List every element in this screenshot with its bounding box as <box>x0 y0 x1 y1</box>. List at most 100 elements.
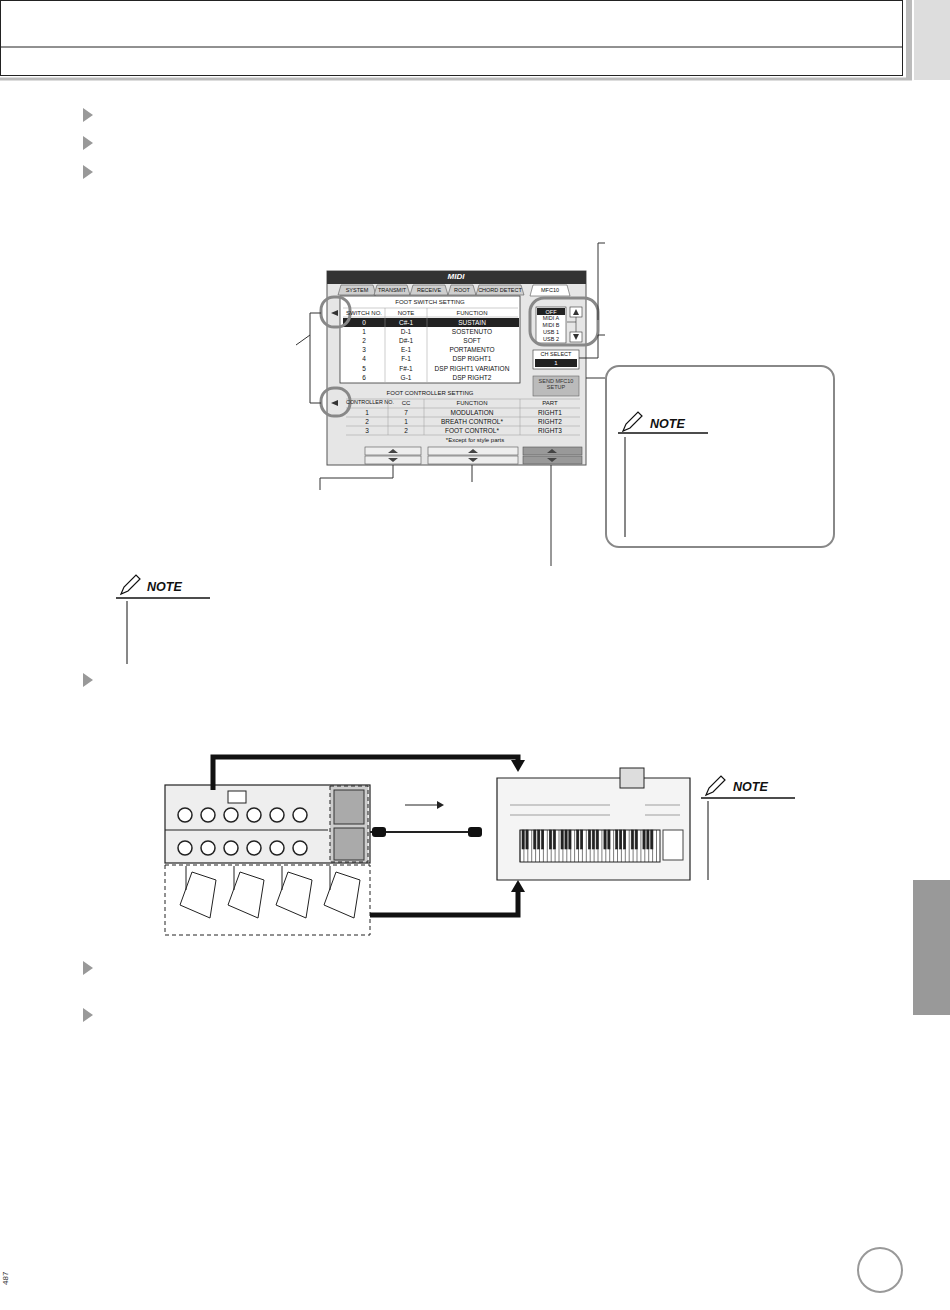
screen-text: 2 <box>344 337 384 344</box>
black-key <box>538 830 540 849</box>
screen-text: NOTE <box>386 310 426 317</box>
screen-text: DSP RIGHT2 <box>427 374 517 381</box>
screen-text: CONTROLLER NO. <box>346 400 388 406</box>
foot-pedal <box>180 872 216 918</box>
screen-text: 1 <box>389 418 423 425</box>
screen-text: E-1 <box>386 346 426 353</box>
note-heading: NOTE <box>147 581 182 595</box>
screen-text: DSP RIGHT1 VARIATION <box>427 365 517 372</box>
screen-text: MIDI A <box>537 315 565 321</box>
footswitch-knob <box>247 808 261 822</box>
screen-text: CC <box>389 400 423 407</box>
footswitch-knob <box>178 808 192 822</box>
screen-text: SYSTEM <box>335 287 379 293</box>
screen-text: RIGHT3 <box>521 427 579 434</box>
screen-text: SOSTENUTO <box>427 328 517 335</box>
pedal-cable <box>330 866 331 890</box>
black-key <box>616 830 618 849</box>
black-key <box>604 830 606 849</box>
black-key <box>553 830 555 849</box>
black-key <box>542 830 544 849</box>
screen-text: CH SELECT <box>534 351 578 357</box>
screen-text: 1 <box>536 360 576 367</box>
screen-text: MIDI <box>426 273 486 282</box>
screen-text: FOOT CONTROLLER SETTING <box>360 390 500 397</box>
footswitch-knob <box>201 808 215 822</box>
screen-text: FOOT CONTROL* <box>425 427 519 434</box>
black-key <box>522 830 524 849</box>
footswitch-knob <box>178 841 192 855</box>
key-line <box>547 830 548 862</box>
key-line <box>640 830 641 862</box>
footswitch-knob <box>224 841 238 855</box>
screen-text: FUNCTION <box>425 400 519 407</box>
screen-text: SWITCH NO. <box>343 310 385 317</box>
pedal-cable <box>186 866 187 890</box>
footswitch-knob <box>201 841 215 855</box>
black-key <box>565 830 567 849</box>
screen-text: C#-1 <box>386 319 426 326</box>
footswitch-knob <box>224 808 238 822</box>
black-key <box>631 830 633 849</box>
black-key <box>577 830 579 849</box>
screen-text: 1 <box>344 328 384 335</box>
key-line <box>574 830 575 862</box>
black-key <box>643 830 645 849</box>
screen-text: DSP RIGHT1 <box>427 355 517 362</box>
screen-text: G-1 <box>386 374 426 381</box>
pedal-cable <box>234 866 235 890</box>
black-key <box>534 830 536 849</box>
screen-text: ROOT <box>440 287 484 293</box>
screen-text: D#-1 <box>386 337 426 344</box>
key-line <box>531 830 532 862</box>
screen-text: MFC10 <box>528 287 572 293</box>
screen-text: PART <box>521 400 579 407</box>
note-heading: NOTE <box>733 781 768 795</box>
screen-text: 3 <box>344 346 384 353</box>
screen-text: MIDI B <box>537 322 565 328</box>
black-key <box>596 830 598 849</box>
screen-text: 6 <box>344 374 384 381</box>
black-key <box>651 830 653 849</box>
black-key <box>647 830 649 849</box>
black-key <box>561 830 563 849</box>
black-key <box>592 830 594 849</box>
black-key <box>549 830 551 849</box>
page-number: 487 <box>2 1272 11 1285</box>
screen-text: SEND MFC10 SETUP <box>535 378 577 390</box>
black-key <box>623 830 625 849</box>
screen-text: OFF <box>537 309 565 315</box>
footswitch-knob <box>270 841 284 855</box>
screen-text: RIGHT2 <box>521 418 579 425</box>
screen-text: 0 <box>344 319 384 326</box>
black-key <box>581 830 583 849</box>
key-line <box>586 830 587 862</box>
footswitch-knob <box>270 808 284 822</box>
screen-text: 2 <box>347 418 387 425</box>
screen-text: FUNCTION <box>428 310 516 317</box>
screen-text: F-1 <box>386 355 426 362</box>
key-line <box>629 830 630 862</box>
black-key <box>608 830 610 849</box>
screen-text: CHORD DETECT <box>478 287 522 293</box>
foot-pedal <box>228 872 264 918</box>
screen-text: *Except for style parts <box>420 437 530 444</box>
black-key <box>588 830 590 849</box>
screen-text: SOFT <box>427 337 517 344</box>
footswitch-knob <box>293 841 307 855</box>
screen-text: RECEIVE <box>407 287 451 293</box>
screen-text: 4 <box>344 355 384 362</box>
screen-text: PORTAMENTO <box>427 346 517 353</box>
screen-text: 5 <box>344 365 384 372</box>
screen-text: 3 <box>347 427 387 434</box>
key-line <box>613 830 614 862</box>
key-line <box>520 830 521 862</box>
screen-text: RIGHT1 <box>521 409 579 416</box>
screen-text: MODULATION <box>425 409 519 416</box>
screen-text: BREATH CONTROL* <box>425 418 519 425</box>
callout-box: NOTE <box>605 365 835 548</box>
screen-text: 7 <box>389 409 423 416</box>
key-line <box>601 830 602 862</box>
